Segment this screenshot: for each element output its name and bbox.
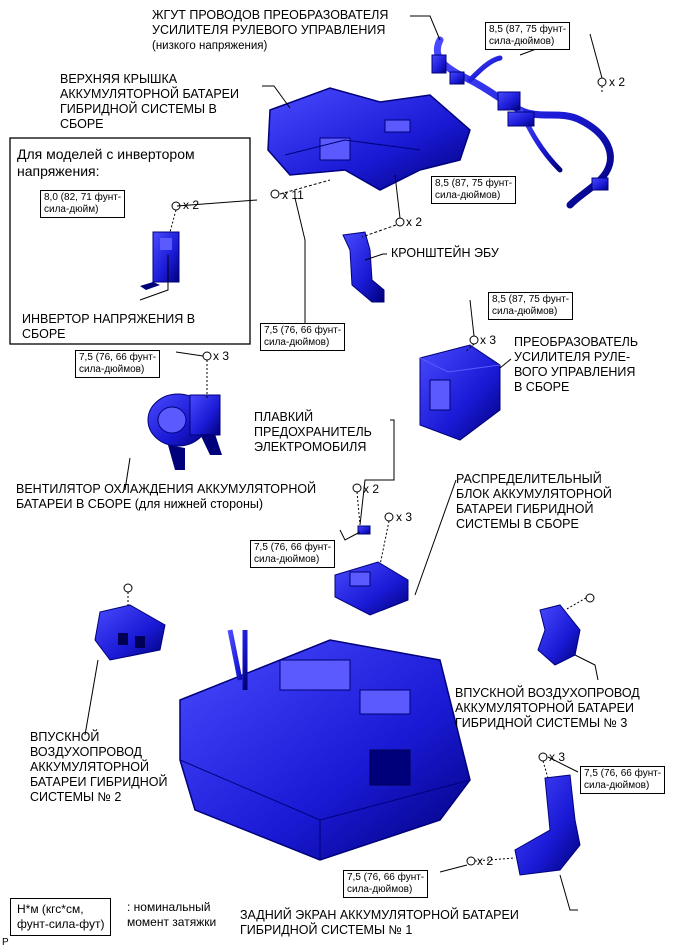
torque-cover: 7,5 (76, 66 фунт- сила-дюймов) (260, 323, 346, 351)
fan-bolt (202, 351, 212, 400)
count-bracket: x 2 (406, 215, 423, 229)
count-fan: x 3 (213, 349, 230, 363)
torque-harness: 8,5 (87, 75 фунт- сила-дюймов) (485, 22, 571, 50)
inverter-inset-frame (9, 137, 251, 345)
count-harness: x 2 (609, 75, 626, 89)
harness-sublabel: (низкого напряжения) (152, 40, 268, 52)
torque-eps: 8,5 (87, 75 фунт- сила-дюймов) (488, 292, 574, 320)
count-shield-bottom: x 2 (477, 854, 494, 868)
legend-box: Н*м (кгс*см, фунт-сила-фут) (10, 898, 112, 936)
duct2-label: ВПУСКНОЙ ВОЗДУХОПРОВОД АККУМУЛЯТОРНОЙ БА… (30, 730, 168, 804)
corner-mark: P (2, 937, 9, 948)
shield-bottom-bolt (466, 856, 516, 866)
torque-inverter: 8,0 (82, 71 фунт- сила-дюйм) (40, 190, 126, 218)
eps-converter-part (419, 344, 501, 441)
fuse-bolt (352, 483, 362, 526)
duct3-label: ВПУСКНОЙ ВОЗДУХОПРОВОД АККУМУЛЯТОРНОЙ БА… (455, 686, 640, 730)
shield-top-bolt (538, 752, 549, 779)
junction-block-part (334, 561, 409, 616)
duct3-clip (564, 593, 595, 611)
torque-fan: 7,5 (76, 66 фунт- сила-дюймов) (75, 350, 161, 378)
fan-label: ВЕНТИЛЯТОР ОХЛАЖДЕНИЯ АККУМУЛЯТОРНОЙ БАТ… (16, 482, 317, 511)
duct2-clip (123, 583, 133, 606)
inverter-bolt (169, 201, 181, 233)
cover-bolt (270, 189, 280, 199)
rear-shield-label: ЗАДНИЙ ЭКРАН АККУМУЛЯТОРНОЙ БАТАРЕИ ГИБР… (240, 908, 519, 937)
count-cover: x 11 (282, 188, 304, 202)
fuse-label: ПЛАВКИЙ ПРЕДОХРАНИТЕЛЬ ЭЛЕКТРОМОБИЛЯ (254, 410, 372, 454)
ecu-bracket-label: КРОНШТЕЙН ЭБУ (391, 246, 499, 260)
inverter-label: ИНВЕРТОР НАПРЯЖЕНИЯ В СБОРЕ (22, 312, 196, 341)
junction-block-label: РАСПРЕДЕЛИТЕЛЬНЫЙ БЛОК АККУМУЛЯТОРНОЙ БА… (456, 472, 612, 531)
harness-bolt (597, 77, 607, 94)
torque-shield-bottom: 7,5 (76, 66 фунт- сила-дюймов) (343, 870, 429, 898)
voltage-inverter-part (140, 231, 180, 290)
inverter-models-heading: Для моделей с инвертором напряжения: (17, 146, 195, 179)
intake-duct-3-part (537, 604, 581, 666)
junction-bolt (379, 512, 394, 566)
wire-harness-connectors (431, 54, 609, 191)
upper-cover-label: ВЕРХНЯЯ КРЫШКА АККУМУЛЯТОРНОЙ БАТАРЕИ ГИ… (60, 72, 239, 131)
rear-shield-part (514, 774, 581, 876)
ev-fuse-part (357, 525, 371, 535)
bracket-bolt (361, 217, 405, 238)
harness-label: ЖГУТ ПРОВОДОВ ПРЕОБРАЗОВАТЕЛЯ УСИЛИТЕЛЯ … (152, 8, 389, 37)
torque-bracket: 8,5 (87, 75 фунт- сила-дюймов) (431, 176, 517, 204)
intake-duct-2-part (94, 604, 166, 661)
count-shield-top: x 3 (549, 750, 566, 764)
leader-lines (84, 15, 603, 911)
upper-cover-part (267, 87, 471, 191)
cooling-fan-part (147, 393, 222, 470)
hybrid-battery-part (179, 629, 471, 861)
count-eps: x 3 (480, 333, 497, 347)
count-junction: x 3 (396, 510, 413, 524)
eps-converter-label: ПРЕОБРАЗОВАТЕЛЬ УСИЛИТЕЛЯ РУЛЕ- ВОГО УПР… (514, 335, 639, 394)
torque-shield-top: 7,5 (76, 66 фунт- сила-дюймов) (580, 766, 666, 794)
count-inverter: x 2 (183, 198, 200, 212)
count-fuse: x 2 (363, 482, 380, 496)
torque-junction: 7,5 (76, 66 фунт- сила-дюймов) (250, 540, 336, 568)
legend-text: : номинальный момент затяжки (127, 900, 217, 929)
ecu-bracket-part (342, 231, 385, 303)
